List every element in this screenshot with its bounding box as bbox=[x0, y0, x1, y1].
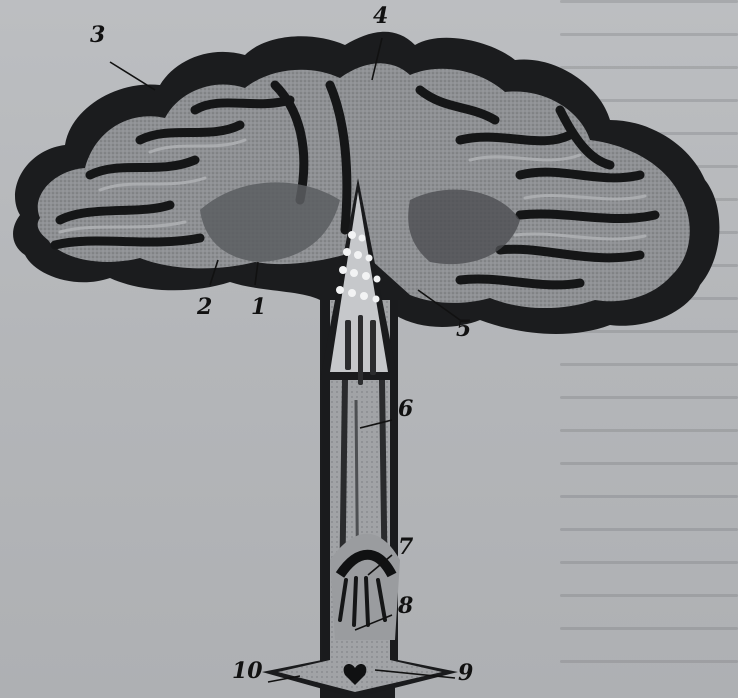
callout-2: 2 bbox=[197, 296, 212, 318]
callout-10: 10 bbox=[232, 660, 263, 682]
callout-5: 5 bbox=[456, 318, 471, 340]
callout-8: 8 bbox=[398, 595, 413, 617]
callout-3: 3 bbox=[90, 24, 105, 46]
callout-9: 9 bbox=[458, 662, 473, 684]
callout-4: 4 bbox=[373, 5, 388, 27]
callout-1: 1 bbox=[251, 296, 266, 318]
callout-7: 7 bbox=[398, 536, 413, 558]
callout-6: 6 bbox=[398, 398, 413, 420]
